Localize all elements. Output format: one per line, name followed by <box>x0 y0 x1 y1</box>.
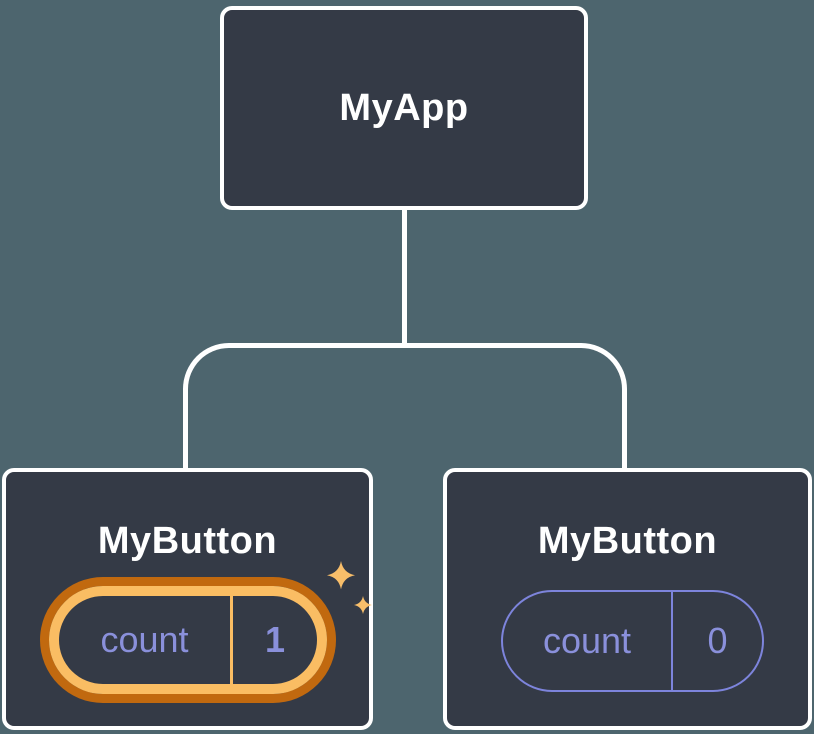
state-pill-plain: count 0 <box>501 590 764 692</box>
child-node-left: MyButton count 1 <box>2 468 373 730</box>
state-key: count <box>542 620 632 661</box>
child-node-left-label: MyButton <box>97 520 278 562</box>
state-pill-highlighted: count 1 <box>49 586 327 694</box>
state-value: 0 <box>671 592 762 690</box>
child-node-right-label: MyButton <box>537 520 718 562</box>
root-node-label: MyApp <box>339 86 469 129</box>
child-node-right: MyButton count 0 <box>443 468 812 730</box>
root-node: MyApp <box>220 6 588 210</box>
state-value: 1 <box>230 596 317 684</box>
sparkles-icon <box>327 561 372 614</box>
connector-bracket <box>183 343 627 470</box>
state-key: count <box>100 619 189 660</box>
connector-stem <box>402 206 407 348</box>
